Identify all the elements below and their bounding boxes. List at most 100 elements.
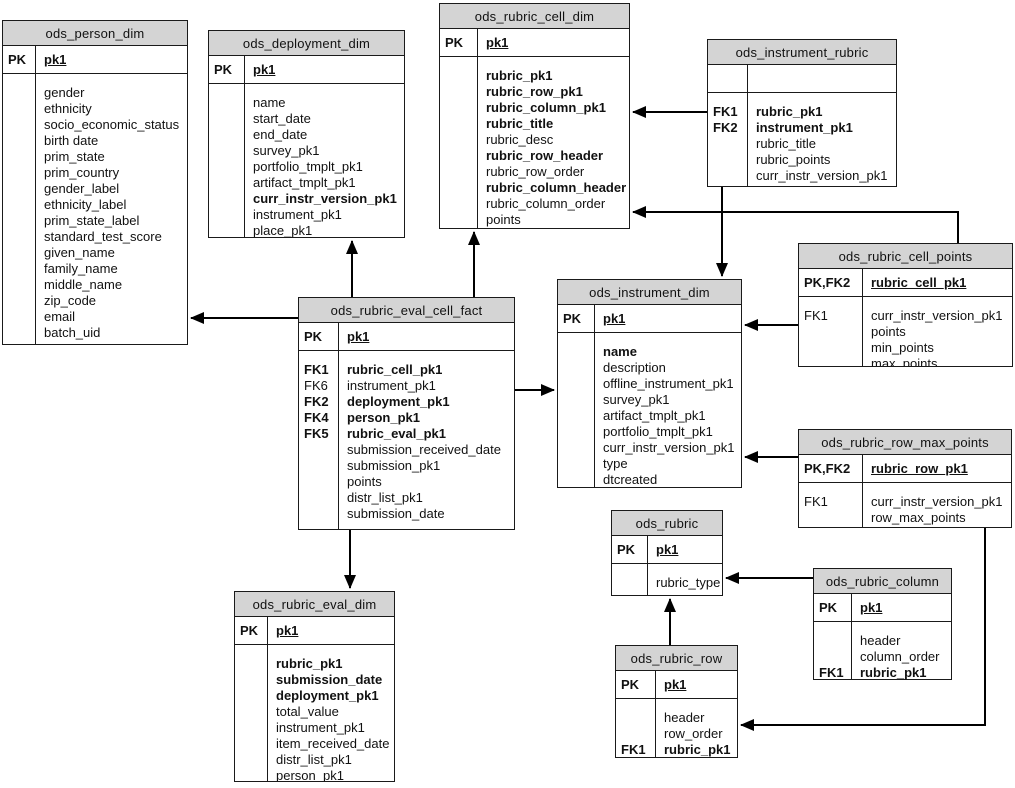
key-type-label: PK	[299, 323, 339, 350]
primary-key-field: pk1	[253, 62, 276, 77]
field-name: curr_instr_version_pk1	[603, 440, 735, 455]
fk-label	[3, 325, 35, 341]
field-name: rubric_pk1	[276, 656, 343, 671]
fk-label	[235, 768, 267, 784]
key-type-label: PK	[235, 617, 268, 644]
key-type-label: PK	[209, 56, 245, 83]
key-type-label: PK	[3, 46, 36, 73]
key-type-label: PK,FK2	[799, 269, 863, 296]
fk-label	[3, 149, 35, 165]
key-type-label: PK	[616, 671, 656, 698]
primary-key-field: rubric_row_pk1	[871, 461, 968, 476]
fk-label-column: FK1	[814, 622, 852, 680]
fk-label	[708, 152, 747, 168]
field-name: total_value	[276, 704, 339, 719]
fk-label	[440, 180, 477, 196]
field-name: batch_uid	[44, 325, 101, 340]
fk-label	[235, 752, 267, 768]
fk-label	[209, 111, 244, 127]
fk-label	[708, 168, 747, 184]
fk-label	[440, 84, 477, 100]
primary-key-field: rubric_cell_pk1	[871, 275, 967, 290]
field-name: rubric_eval_pk1	[347, 426, 447, 441]
field-name: gender	[44, 85, 85, 100]
field-name: email	[44, 309, 76, 324]
field-name: offline_instrument_pk1	[603, 376, 734, 391]
fk-label	[440, 164, 477, 180]
fk-label	[3, 293, 35, 309]
fk-label: FK1	[804, 308, 828, 323]
field-name: rubric_column_pk1	[486, 100, 606, 115]
field-name: survey_pk1	[253, 143, 320, 158]
table-title: ods_person_dim	[3, 21, 187, 46]
fk-label	[3, 245, 35, 261]
primary-key-field: pk1	[664, 677, 687, 692]
field-name: artifact_tmplt_pk1	[603, 408, 706, 423]
field-name: end_date	[253, 127, 308, 142]
fk-label	[299, 442, 338, 458]
fk-label: FK4	[304, 410, 329, 425]
fk-label	[299, 474, 338, 490]
fk-label	[440, 148, 477, 164]
fk-label	[799, 510, 862, 526]
fk-label-column	[235, 645, 268, 781]
field-name: gender_label	[44, 181, 120, 196]
field-name: header	[860, 633, 901, 648]
fk-label: FK2	[713, 120, 738, 135]
field-name: artifact_tmplt_pk1	[253, 175, 356, 190]
fk-label	[612, 575, 647, 591]
fk-label	[209, 191, 244, 207]
table-title: ods_rubric_column	[814, 569, 951, 594]
fk-label	[558, 408, 594, 424]
fk-label	[235, 656, 267, 672]
key-type-label: PK	[814, 594, 852, 621]
field-name: person_pk1	[276, 768, 344, 781]
field-name: name	[603, 344, 637, 359]
fk-label	[616, 726, 655, 742]
fk-label-column	[558, 333, 595, 487]
field-name: rubric_column_order	[486, 196, 606, 211]
primary-key-field: pk1	[603, 311, 626, 326]
fk-label	[3, 309, 35, 325]
table-title: ods_rubric_eval_cell_fact	[299, 298, 514, 323]
fk-label	[558, 440, 594, 456]
fk-label	[616, 710, 655, 726]
fk-label	[209, 207, 244, 223]
table-title: ods_instrument_rubric	[708, 40, 896, 65]
fk-label	[235, 704, 267, 720]
fk-label	[209, 95, 244, 111]
fk-label	[299, 490, 338, 506]
fk-label	[3, 261, 35, 277]
field-name: deployment_pk1	[347, 394, 450, 409]
primary-key-field: pk1	[276, 623, 299, 638]
fk-label	[3, 213, 35, 229]
field-name: portfolio_tmplt_pk1	[603, 424, 713, 439]
table-key-section: PK,FK2 rubric_cell_pk1	[799, 269, 1012, 297]
primary-key-field: pk1	[44, 52, 67, 67]
field-name: rubric_row_header	[486, 148, 604, 163]
field-name: rubric_pk1	[664, 742, 731, 757]
table-key-section: PK pk1	[616, 671, 737, 699]
fk-label-column: FK1	[799, 483, 863, 527]
field-name: ethnicity	[44, 101, 92, 116]
field-name: submission_date	[276, 672, 383, 687]
primary-key-field: pk1	[347, 329, 370, 344]
fk-label	[209, 159, 244, 175]
fk-label: FK1	[804, 494, 828, 509]
